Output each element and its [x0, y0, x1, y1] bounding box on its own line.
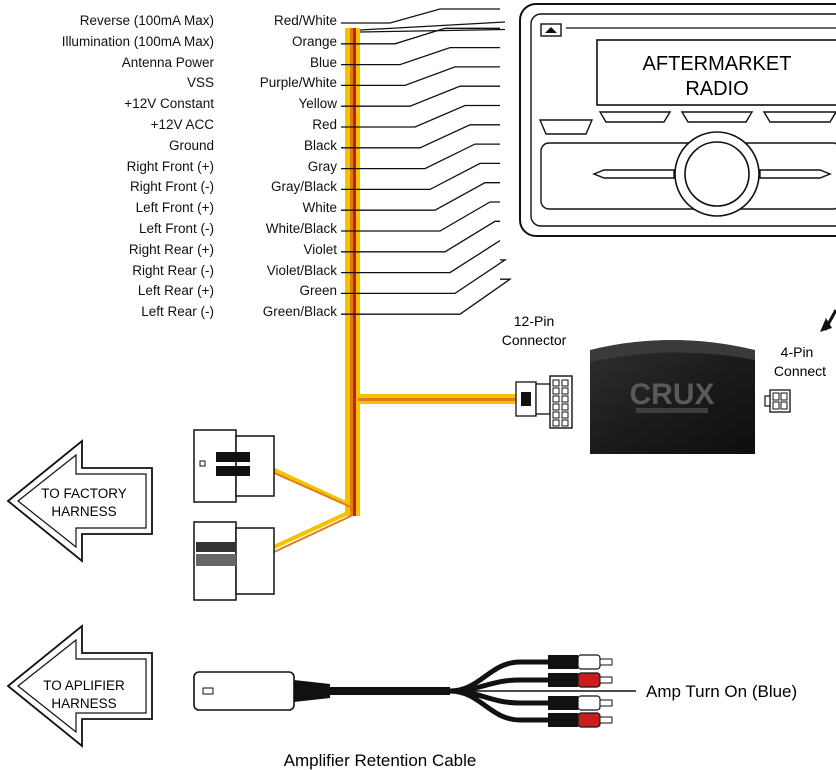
radio-feed-line	[359, 21, 506, 31]
rca-plug-grip	[548, 713, 578, 727]
wire-function-label: Left Front (+)	[135, 200, 214, 216]
leader-line	[341, 124, 500, 149]
rca-plug-cap	[577, 712, 601, 728]
connector-pin	[561, 395, 569, 403]
leader-line	[341, 162, 500, 191]
leader-line	[341, 8, 500, 24]
4-pin-connector	[764, 309, 836, 413]
factory-plug-lower	[193, 521, 275, 601]
rca-plug-tip	[599, 699, 613, 707]
rca-plug-cap	[577, 654, 601, 670]
wire-function-label: Illumination (100mA Max)	[61, 33, 214, 49]
wire-color-label: Blue	[309, 54, 337, 70]
12-pin-label-line1: 12-Pin	[514, 313, 554, 329]
connector-pin	[552, 387, 560, 395]
rca-plug-grip	[548, 696, 578, 710]
radio-label-line1: AFTERMARKET	[643, 53, 792, 75]
wire-function-label: +12V Constant	[124, 96, 214, 112]
label-leader-lines	[341, 8, 513, 315]
wire-color-label: Gray/Black	[270, 179, 337, 195]
rca-plug-grip	[548, 673, 578, 687]
aftermarket-radio: AFTERMARKET RADIO	[519, 3, 836, 237]
connector-pin	[552, 379, 560, 387]
connector-pin	[561, 419, 569, 427]
rca-plug-grip	[548, 655, 578, 669]
connector-pin	[561, 379, 569, 387]
leader-line	[341, 201, 500, 232]
wire-function-label: VSS	[186, 75, 214, 91]
wire-function-label: Left Rear (+)	[137, 283, 214, 299]
connector-pin	[552, 403, 560, 411]
connector-pin	[552, 419, 560, 427]
wire-function-label: Left Rear (-)	[141, 304, 214, 320]
radio-feed-line	[359, 28, 506, 33]
connector-pin	[552, 395, 560, 403]
wire-color-label: White/Black	[265, 221, 337, 236]
amp-arrow-line2: HARNESS	[51, 696, 116, 711]
amplifier-retention-cable	[193, 654, 636, 728]
to-amplifier-harness-arrow: TO APLIFIER HARNESS	[6, 624, 153, 748]
rca-plug-tip	[599, 716, 613, 724]
connector-pin	[561, 387, 569, 395]
factory-arrow-line2: HARNESS	[51, 504, 116, 519]
12-pin-label-line2: Connector	[502, 332, 567, 348]
wire-function-label: +12V ACC	[150, 117, 214, 132]
connector-pin	[561, 403, 569, 411]
wire-color-label: Red/White	[273, 13, 337, 28]
module-brand: CRUX	[629, 378, 714, 411]
leader-line	[341, 240, 501, 274]
wire-color-label: Red	[312, 117, 337, 132]
rca-plug-tip	[599, 676, 613, 684]
wire-color-label: Orange	[291, 33, 337, 49]
wire-color-label: Violet/Black	[266, 262, 337, 278]
leader-line	[341, 27, 500, 45]
4-pin-label-line2: Connect	[774, 363, 826, 379]
wire-function-label: Right Rear (-)	[132, 262, 214, 278]
factory-arrow-line1: TO FACTORY	[41, 486, 127, 501]
cable-caption: Amplifier Retention Cable	[284, 751, 477, 770]
wire-function-label: Right Front (-)	[129, 179, 214, 195]
factory-plug-upper	[193, 429, 275, 503]
leader-line	[341, 46, 500, 66]
connector-pin	[561, 411, 569, 419]
wire-color-label: Purple/White	[259, 75, 337, 91]
wire-function-label: Right Rear (+)	[128, 241, 214, 257]
crux-module: CRUX	[590, 340, 755, 454]
leader-line	[341, 259, 508, 295]
wire-function-label: Left Front (-)	[138, 221, 214, 236]
wire-color-label: Yellow	[298, 96, 337, 112]
wire-color-label: Gray	[307, 158, 337, 174]
12-pin-connector	[515, 375, 573, 429]
4-pin-label-line1: 4-Pin	[781, 344, 814, 360]
wire-color-label: Violet	[303, 241, 337, 257]
rca-plug-cap	[577, 695, 601, 711]
radio-label-line2: RADIO	[685, 78, 748, 100]
leader-line	[341, 85, 500, 107]
wire-color-label: White	[302, 200, 337, 216]
connector-pin	[552, 411, 560, 419]
leader-line	[341, 104, 500, 128]
wire-color-label: Black	[303, 137, 337, 153]
amp-turn-on-label: Amp Turn On (Blue)	[646, 682, 797, 701]
rca-plug-tip	[599, 658, 613, 666]
leader-line	[341, 182, 500, 211]
wire-function-label: Ground	[168, 137, 214, 153]
leader-line	[341, 66, 500, 87]
wire-function-label: Reverse (100mA Max)	[79, 13, 214, 28]
wire-function-label: Antenna Power	[121, 54, 214, 70]
wire-function-label: Right Front (+)	[126, 158, 214, 174]
leader-line	[341, 220, 500, 253]
amp-arrow-line1: TO APLIFIER	[43, 678, 125, 693]
to-factory-harness-arrow: TO FACTORY HARNESS	[6, 439, 153, 563]
wire-color-label: Green/Black	[262, 304, 337, 320]
leader-line	[341, 278, 513, 315]
leader-line	[341, 143, 500, 170]
wire-color-label: Green	[299, 283, 337, 299]
radio-feed-lines	[359, 21, 506, 33]
rca-plug-cap	[577, 672, 601, 688]
